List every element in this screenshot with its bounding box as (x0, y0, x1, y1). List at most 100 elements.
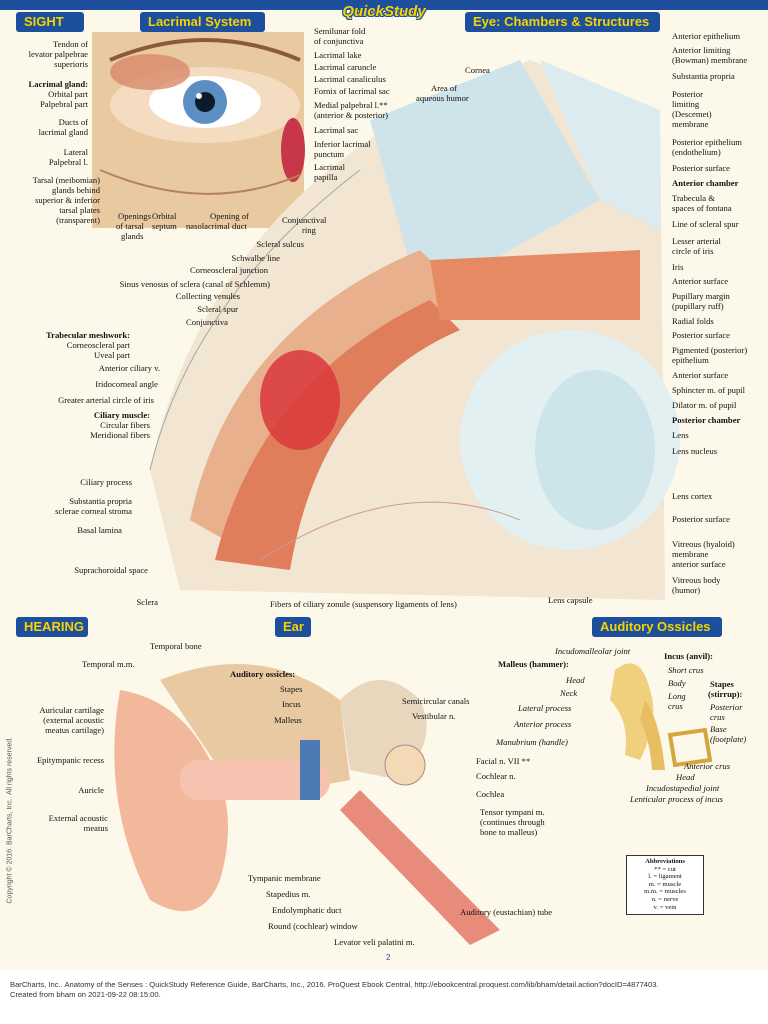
lacrimal-label: superior & inferior (35, 195, 100, 205)
eye-label: Circular fibers (100, 420, 150, 430)
ear-label: meatus cartilage) (45, 725, 104, 735)
lacrimal-label: Fornix of lacrimal sac (314, 86, 390, 96)
eye-label: Vitreous (hyaloid) (672, 539, 735, 549)
section-header-ossicles: Auditory Ossicles (592, 617, 722, 637)
eye-label: Sinus venosus of sclera (canal of Schlem… (119, 279, 270, 289)
eye-label: Suprachoroidal space (74, 565, 148, 575)
lacrimal-label: papilla (314, 172, 338, 182)
eye-label: Trabecular meshwork: (46, 330, 130, 340)
eye-label: (endothelium) (672, 147, 721, 157)
lacrimal-label: glands (121, 231, 144, 241)
ossicle-label: Head (676, 772, 695, 782)
footer-line: BarCharts, Inc.. Anatomy of the Senses :… (10, 980, 659, 989)
ossicle-label: (footplate) (710, 734, 747, 744)
ossicle-label: Base (710, 724, 727, 734)
lacrimal-label: Semilunar fold (314, 26, 366, 36)
eye-label: Lens nucleus (672, 446, 718, 456)
lacrimal-label: Openings (118, 211, 151, 221)
eye-label: Sphincter m. of pupil (672, 385, 746, 395)
ear-label: (continues through (480, 817, 545, 827)
lacrimal-label: Tarsal (meibomian) (32, 175, 100, 185)
eye-label: ring (302, 225, 316, 235)
abbreviation-line: m.m. = muscles (644, 888, 686, 896)
eye-label: epithelium (672, 355, 709, 365)
lacrimal-label: levator palpebrae (28, 49, 88, 59)
lacrimal-label: Medial palpebral l.** (314, 100, 388, 110)
top-bar (0, 0, 768, 10)
eye-label: Vitreous body (672, 575, 721, 585)
abbreviation-line: ** = cut (654, 865, 676, 873)
lacrimal-label: superioris (54, 59, 88, 69)
abbreviation-line: v. = vein (653, 903, 677, 911)
eye-label: Pupillary margin (672, 291, 730, 301)
lacrimal-label: Lacrimal canaliculus (314, 74, 386, 84)
lacrimal-label: Opening of (210, 211, 249, 221)
ear-label: Incus (282, 699, 301, 709)
lacrimal-label: punctum (314, 149, 345, 159)
ear-illustration (114, 664, 500, 945)
lacrimal-label: of conjunctiva (314, 36, 364, 46)
eye-label: Collecting venules (175, 291, 240, 301)
ear-label: Vestibular n. (412, 711, 456, 721)
ear-label: External acoustic (48, 813, 108, 823)
eye-label: Posterior (672, 89, 704, 99)
ossicle-label: Stapes (710, 679, 734, 689)
eye-label: Corneoscleral junction (189, 265, 268, 275)
ear-label: Auditory (eustachian) tube (460, 907, 553, 917)
eye-label: membrane (672, 549, 709, 559)
ear-label: Stapedius m. (266, 889, 311, 899)
brand-logo: QuickStudy (342, 3, 426, 20)
eye-label: Anterior limiting (672, 45, 731, 55)
ossicle-label: Anterior process (514, 719, 572, 729)
eye-label: circle of iris (672, 246, 714, 256)
ear-label: Auricular cartilage (39, 705, 104, 715)
eye-label: Ciliary muscle: (93, 410, 150, 420)
ear-label: Tympanic membrane (248, 873, 321, 883)
eye-label: Substantia propria (69, 496, 132, 506)
eye-label: Posterior epithelium (672, 137, 742, 147)
eye-label: Conjunctival (282, 215, 327, 225)
ebook-footer: BarCharts, Inc.. Anatomy of the Senses :… (10, 980, 659, 999)
abbreviations-title: Abbreviations (645, 858, 685, 865)
ossicle-label: crus (668, 701, 683, 711)
lacrimal-label: Ducts of (58, 117, 88, 127)
ossicle-label: Lenticular process of incus (630, 794, 724, 804)
eye-label: Sclera (136, 597, 158, 607)
ossicle-label: Head (566, 675, 585, 685)
abbreviations-box: Abbreviations ** = cut l. = ligament m. … (626, 855, 704, 915)
eye-label: Iridocorneal angle (95, 379, 158, 389)
eye-label: Schwalbe line (231, 253, 280, 263)
eye-label: Posterior chamber (672, 415, 741, 425)
lacrimal-label: Palpebral l. (48, 157, 88, 167)
ear-label: Levator veli palatini m. (334, 937, 415, 947)
eye-label: Anterior chamber (672, 178, 739, 188)
lacrimal-label: glands behind (52, 185, 100, 195)
eye-label: Iris (672, 262, 684, 272)
lacrimal-label: of tarsal (116, 221, 144, 231)
lacrimal-label: Lacrimal lake (314, 50, 362, 60)
eye-label: aqueous humor (416, 93, 469, 103)
ossicle-label: Anterior crus (684, 761, 731, 771)
copyright-notice: Copyright © 2016. BarCharts, Inc.. All r… (6, 736, 14, 904)
abbreviation-line: m. = muscle (648, 880, 682, 888)
eye-label: Pigmented (posterior) (672, 345, 748, 355)
eye-label: Dilator m. of pupil (672, 400, 737, 410)
footer-line: Created from bham on 2021-09-22 08:15:00… (10, 989, 161, 999)
lacrimal-label: Palpebral part (40, 99, 88, 109)
lacrimal-label: Lacrimal gland: (28, 79, 88, 89)
eye-label: limiting (672, 99, 700, 109)
eye-label: Cornea (465, 65, 490, 75)
eye-label: Line of scleral spur (672, 219, 739, 229)
ear-label: Endolymphatic duct (272, 905, 342, 915)
lacrimal-face-illustration (92, 32, 305, 228)
ear-label: Cochlea (476, 789, 505, 799)
ear-label: Malleus (274, 715, 302, 725)
lacrimal-label: Lacrimal caruncle (314, 62, 377, 72)
eye-label: Posterior surface (672, 514, 730, 524)
abbreviation-line: n. = nerve (651, 895, 679, 903)
eye-label: Lesser arterial (672, 236, 721, 246)
ear-label: Facial n. VII ** (476, 756, 531, 766)
eye-label: Posterior surface (672, 330, 730, 340)
page-number: 2 (386, 953, 391, 962)
eye-label: Lens (672, 430, 689, 440)
